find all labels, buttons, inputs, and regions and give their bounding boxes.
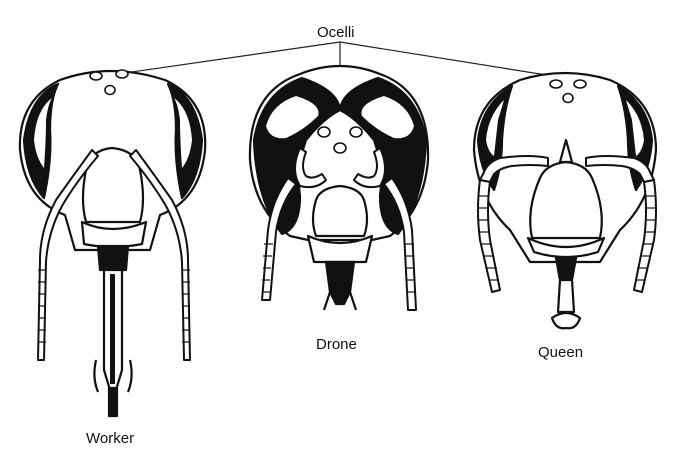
queen-antennae — [477, 155, 657, 293]
queen-head — [472, 71, 658, 330]
worker-head — [18, 69, 207, 418]
queen-label: Queen — [538, 344, 584, 361]
drone-head — [248, 64, 430, 311]
drone-label: Drone — [316, 336, 357, 353]
worker-ocelli — [89, 69, 129, 96]
worker-antennae — [37, 149, 191, 361]
drone-ocelli — [317, 126, 363, 154]
queen-ocelli — [549, 79, 587, 104]
worker-label: Worker — [86, 430, 135, 447]
ocelli-label: Ocelli — [317, 24, 355, 41]
drone-antennae — [261, 147, 417, 311]
